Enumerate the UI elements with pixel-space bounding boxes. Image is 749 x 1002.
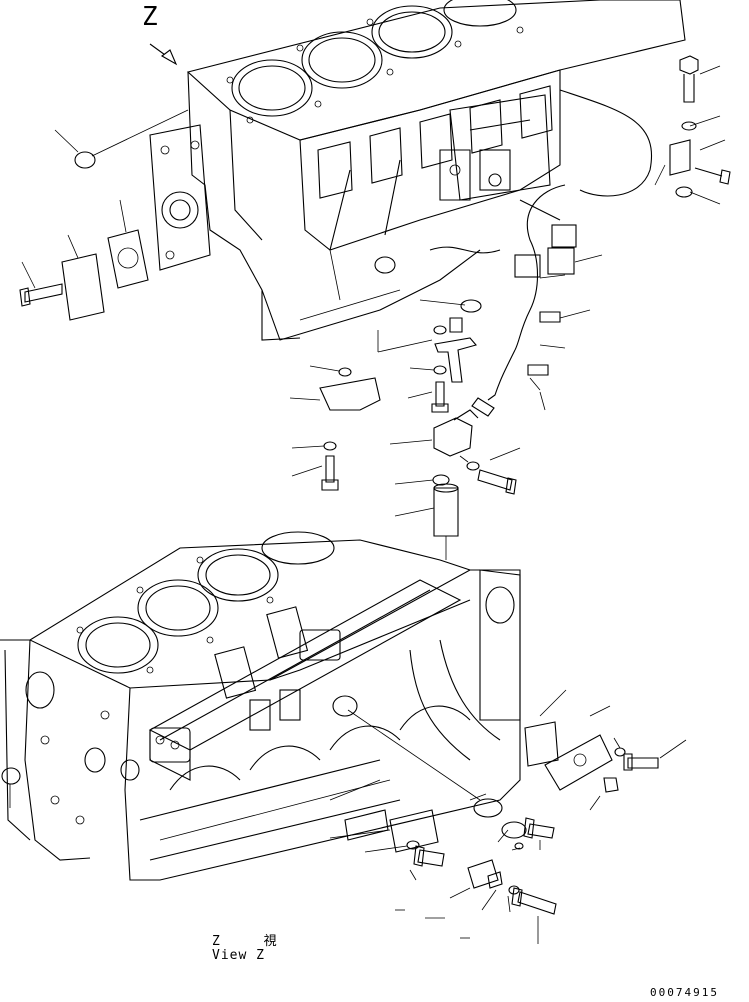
view-letter-label: Z — [142, 2, 158, 32]
upper-right-hardware — [654, 55, 731, 205]
view-caption-japanese: Z 視 — [212, 934, 295, 949]
upper-cylinder-block — [149, 0, 686, 341]
view-caption-english: View Z — [212, 948, 265, 963]
upper-left-parts — [19, 109, 189, 321]
view-direction-arrow — [149, 43, 178, 66]
lower-right-parts — [329, 689, 687, 944]
wiring-harness — [471, 89, 652, 417]
lower-cylinder-block — [0, 531, 521, 881]
drawing-number: 00074915 — [650, 986, 719, 999]
center-exploded-parts — [289, 254, 603, 560]
